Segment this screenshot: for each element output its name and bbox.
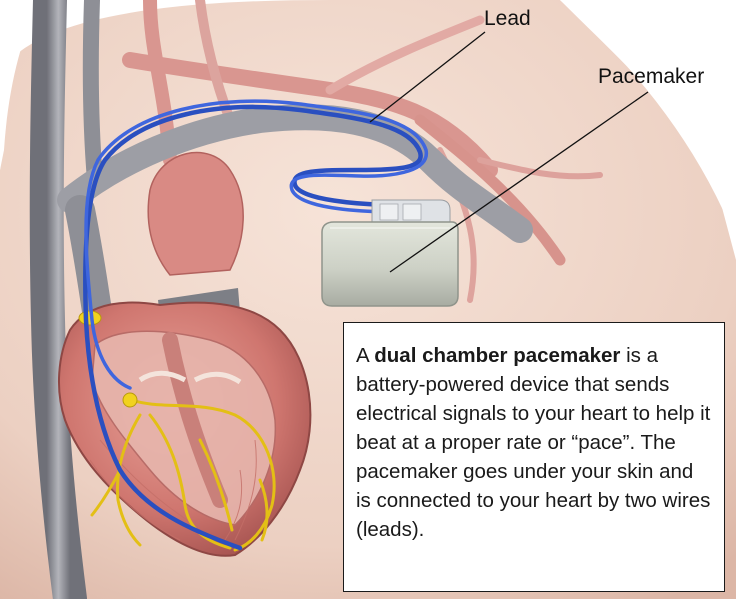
info-emphasis: dual chamber pacemaker <box>374 344 620 367</box>
info-body: is a battery-powered device that sends e… <box>356 344 710 541</box>
pacemaker-label: Pacemaker <box>598 65 704 89</box>
aorta <box>148 153 243 275</box>
info-prefix: A <box>356 344 374 367</box>
info-box: A dual chamber pacemaker is a battery-po… <box>343 322 725 592</box>
lead-label: Lead <box>484 7 531 31</box>
av-node <box>123 393 137 407</box>
